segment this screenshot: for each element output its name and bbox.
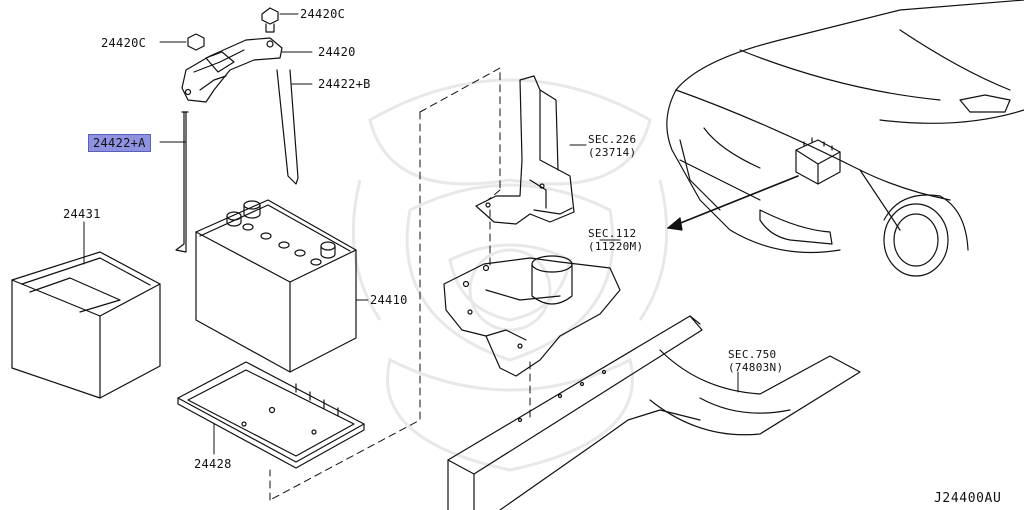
battery-tray-24428 — [177, 361, 365, 469]
label-24431[interactable]: 24431 — [63, 207, 101, 221]
label-24422b[interactable]: 24422+B — [318, 77, 371, 91]
nut-left — [187, 33, 205, 51]
label-sec-112-code: (11220M) — [588, 240, 644, 253]
label-sec-226[interactable]: SEC.226 — [588, 133, 637, 146]
label-24420[interactable]: 24420 — [318, 45, 356, 59]
vehicle-front — [666, 0, 1024, 277]
battery-24410 — [195, 199, 357, 373]
diagram-reference-code: J24400AU — [934, 491, 1002, 506]
label-24422a-highlighted[interactable]: 24422+A — [88, 134, 151, 152]
battery-cover-24431 — [11, 251, 161, 399]
hold-down-rod-a — [175, 111, 189, 253]
nut-top — [261, 7, 279, 33]
section-112-mount — [443, 255, 621, 377]
label-sec-226-code: (23714) — [588, 146, 637, 159]
hold-down-bracket-24420 — [181, 37, 283, 103]
section-226-bracket — [475, 75, 575, 225]
label-24420c-top[interactable]: 24420C — [300, 7, 346, 21]
label-sec-750[interactable]: SEC.750 — [728, 348, 777, 361]
label-24420c-left[interactable]: 24420C — [101, 36, 147, 50]
label-sec-112[interactable]: SEC.112 — [588, 227, 637, 240]
section-750-member — [649, 349, 861, 436]
label-24428[interactable]: 24428 — [194, 457, 232, 471]
location-arrow — [667, 175, 799, 229]
label-24410[interactable]: 24410 — [370, 293, 408, 307]
hold-down-rod-b — [276, 69, 299, 185]
arrow-head — [667, 217, 683, 231]
label-sec-750-code: (74803N) — [728, 361, 784, 374]
frame-rail — [447, 315, 703, 510]
watermark-emblem — [351, 78, 669, 472]
